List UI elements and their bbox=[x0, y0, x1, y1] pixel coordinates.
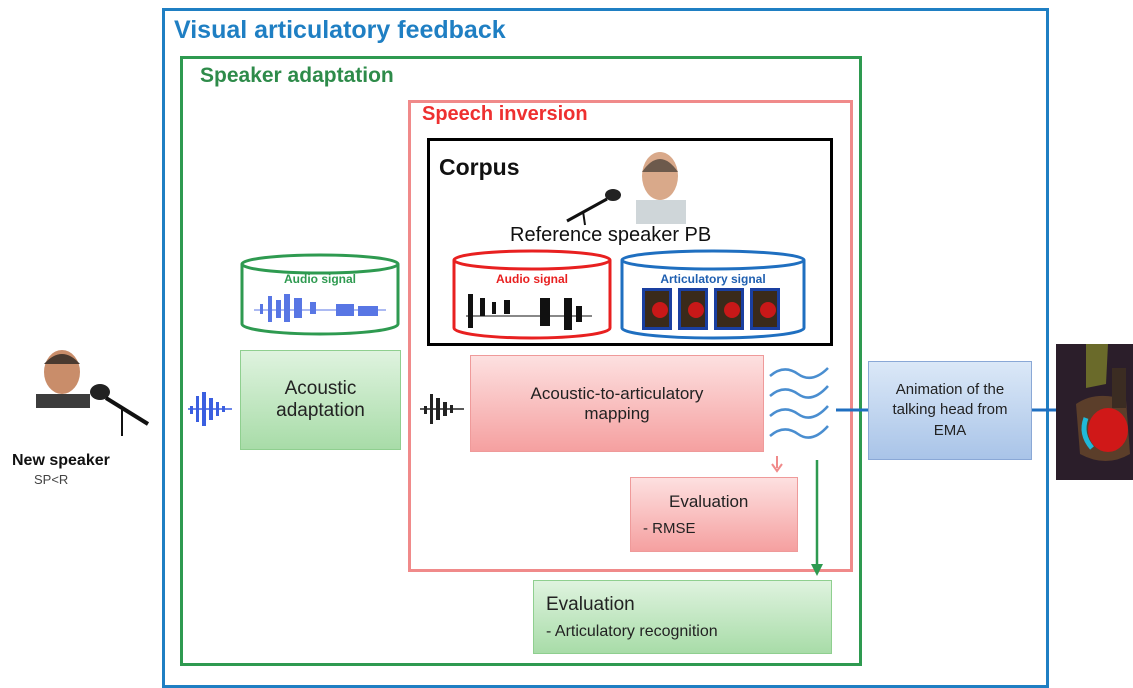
microphone-icon bbox=[566, 189, 621, 226]
evaluation-rmse-box: Evaluation - RMSE bbox=[630, 477, 798, 552]
new-speaker-code: SP<R bbox=[34, 472, 69, 487]
acoustic-adaptation-box: Acoustic adaptation bbox=[240, 350, 401, 450]
connector-to-animation bbox=[836, 408, 870, 412]
speech-inversion-frame bbox=[408, 100, 853, 572]
input-waveform-icon bbox=[188, 392, 232, 426]
audio-signal-label-left: Audio signal bbox=[284, 272, 356, 286]
articulatory-signal-cylinder bbox=[620, 249, 806, 340]
evaluation-rmse-item: - RMSE bbox=[643, 520, 696, 537]
articulatory-frames-icon bbox=[642, 288, 780, 330]
evaluation-recognition-box: Evaluation - Articulatory recognition bbox=[533, 580, 832, 654]
corpus-title: Corpus bbox=[439, 154, 520, 180]
waveform-icon bbox=[466, 294, 592, 330]
animation-label: Animation of the talking head from EMA bbox=[892, 381, 1008, 439]
waveform-icon bbox=[254, 294, 386, 322]
speech-inversion-title: Speech inversion bbox=[422, 103, 588, 125]
speaker-adaptation-title: Speaker adaptation bbox=[200, 64, 394, 87]
evaluation-recognition-item: - Articulatory recognition bbox=[546, 623, 718, 640]
evaluation-recognition-title: Evaluation bbox=[546, 594, 635, 615]
reference-speaker-photo bbox=[622, 142, 692, 224]
evaluation-rmse-title: Evaluation bbox=[669, 492, 749, 511]
reference-speaker-label: Reference speaker PB bbox=[510, 224, 712, 246]
arrow-to-rmse bbox=[771, 456, 783, 473]
new-speaker-photo bbox=[32, 342, 94, 408]
mapping-label: Acoustic-to-articulatory mapping bbox=[530, 383, 704, 423]
audio-signal-label-corpus: Audio signal bbox=[496, 272, 568, 286]
new-speaker-microphone-icon bbox=[90, 384, 150, 436]
visual-feedback-title: Visual articulatory feedback bbox=[174, 16, 506, 44]
talking-head-image bbox=[1056, 344, 1133, 480]
audio-signal-cylinder-corpus bbox=[452, 249, 612, 340]
speaker-adaptation-frame bbox=[180, 56, 862, 666]
arrow-to-recognition bbox=[811, 460, 823, 576]
acoustic-adaptation-label: Acoustic adaptation bbox=[276, 378, 365, 421]
animation-box: Animation of the talking head from EMA bbox=[868, 361, 1032, 460]
articulatory-signal-label: Articulatory signal bbox=[660, 272, 766, 286]
new-speaker-label: New speaker bbox=[12, 452, 110, 469]
connector-to-head bbox=[1032, 408, 1058, 412]
audio-signal-cylinder-left bbox=[240, 253, 400, 336]
corpus-box bbox=[427, 138, 833, 346]
adapted-waveform-icon bbox=[420, 394, 464, 424]
articulatory-trajectories-icon bbox=[769, 367, 829, 439]
mapping-box: Acoustic-to-articulatory mapping bbox=[470, 355, 764, 452]
